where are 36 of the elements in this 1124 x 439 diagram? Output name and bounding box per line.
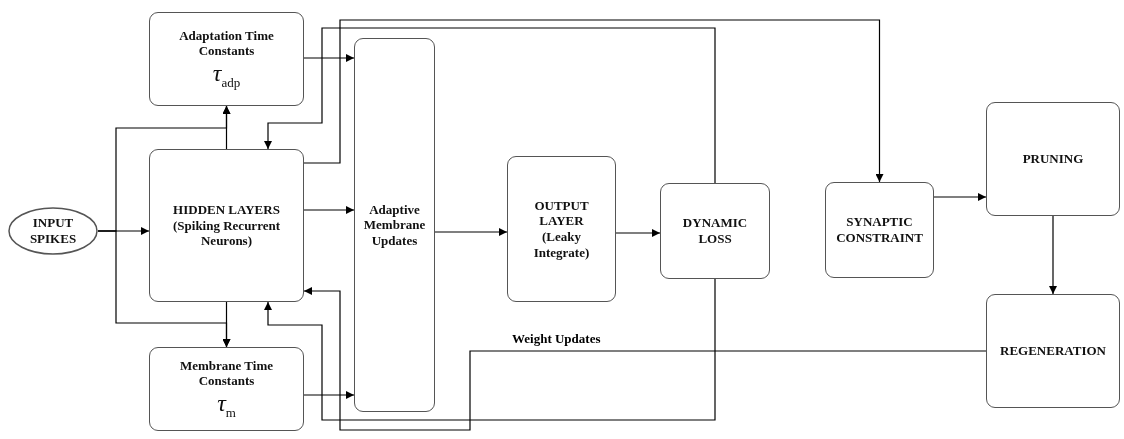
arrow (264, 27, 716, 184)
process-box (149, 149, 304, 302)
symbol-label: τ$_{m}$ (217, 388, 236, 421)
symbol-label: τ$_{adp}$ (212, 58, 241, 91)
node-label: SYNAPTIC CONSTRAINT (835, 214, 924, 246)
arrow (303, 206, 355, 214)
node-label: Adaptive Membrane Updates (362, 201, 427, 249)
node-label: DYNAMIC LOSS (681, 215, 749, 247)
arrow (1049, 215, 1057, 295)
process-box (149, 347, 304, 431)
arrow (222, 105, 231, 150)
node-label: OUTPUT LAYER (Leaky Integrate) (532, 197, 591, 261)
node-label: Membrane Time Constants (179, 357, 274, 389)
arrow (303, 391, 355, 399)
input-ellipse (8, 207, 98, 255)
process-box (149, 12, 304, 106)
node-label: REGENERATION (1000, 343, 1106, 359)
node-label: PRUNING (1022, 151, 1084, 167)
arrow (933, 193, 987, 201)
process-box (660, 183, 770, 279)
process-box (825, 182, 934, 278)
node-label: INPUT SPIKES (28, 215, 78, 247)
arrow (264, 278, 716, 421)
arrow (303, 287, 987, 431)
node-label: HIDDEN LAYERS (Spiking Recurrent Neurons) (172, 202, 281, 249)
arrow (615, 229, 661, 237)
arrow (303, 19, 884, 183)
arrow (434, 228, 508, 236)
process-box (507, 156, 616, 302)
process-box (986, 294, 1120, 408)
process-box (986, 102, 1120, 216)
arrow (222, 301, 231, 348)
arrow (303, 54, 355, 62)
process-box (354, 38, 435, 412)
edge-label: Weight Updates (510, 331, 603, 347)
node-label: Adaptation Time Constants (178, 27, 275, 59)
